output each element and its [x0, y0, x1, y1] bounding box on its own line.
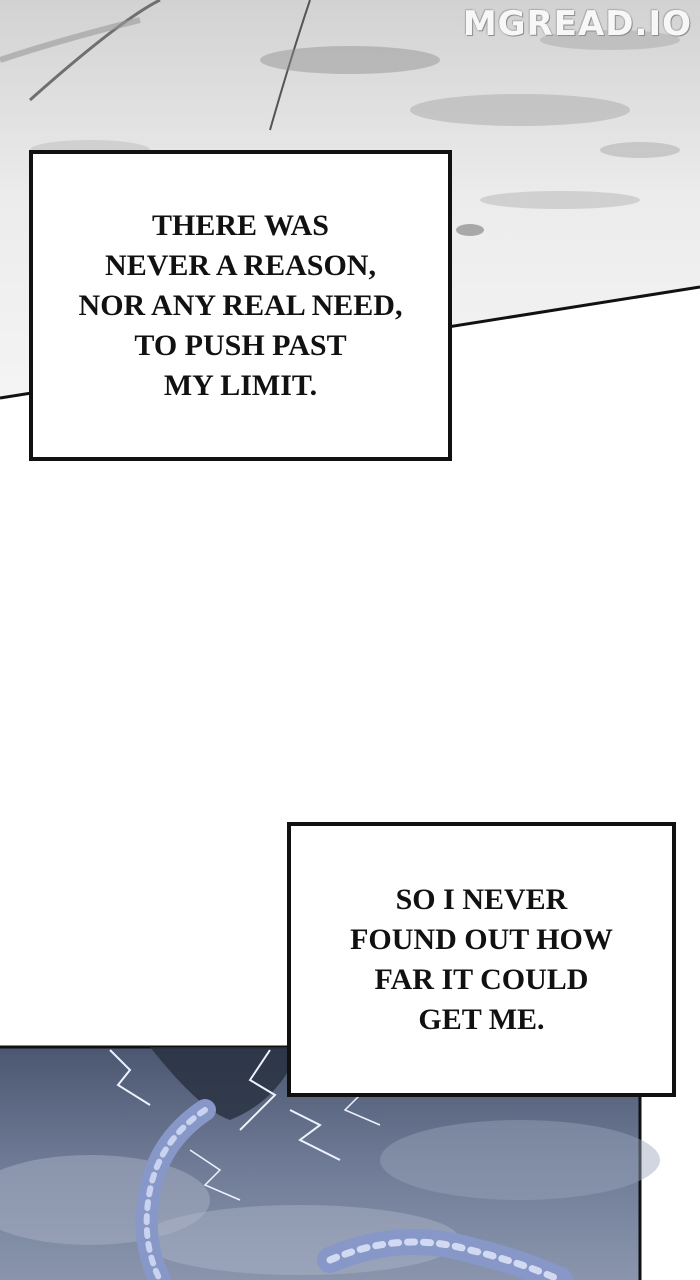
narration-box-1: THERE WAS NEVER A REASON, NOR ANY REAL N… — [29, 150, 452, 461]
caption-line: NOR ANY REAL NEED, — [78, 288, 403, 322]
caption-line: GET ME. — [418, 1002, 545, 1036]
narration-box-2: SO I NEVER FOUND OUT HOW FAR IT COULD GE… — [287, 822, 676, 1097]
caption-line: TO PUSH PAST — [134, 328, 347, 362]
caption-line: THERE WAS — [151, 208, 329, 242]
caption-line: SO I NEVER — [395, 882, 568, 916]
narration-text-2: SO I NEVER FOUND OUT HOW FAR IT COULD GE… — [350, 880, 613, 1040]
watermark: MGREAD.IO — [462, 4, 692, 44]
caption-line: FOUND OUT HOW — [350, 922, 613, 956]
caption-line: FAR IT COULD — [374, 962, 589, 996]
caption-line: MY LIMIT. — [163, 368, 318, 402]
caption-line: NEVER A REASON, — [105, 248, 376, 282]
narration-text-1: THERE WAS NEVER A REASON, NOR ANY REAL N… — [79, 206, 403, 406]
